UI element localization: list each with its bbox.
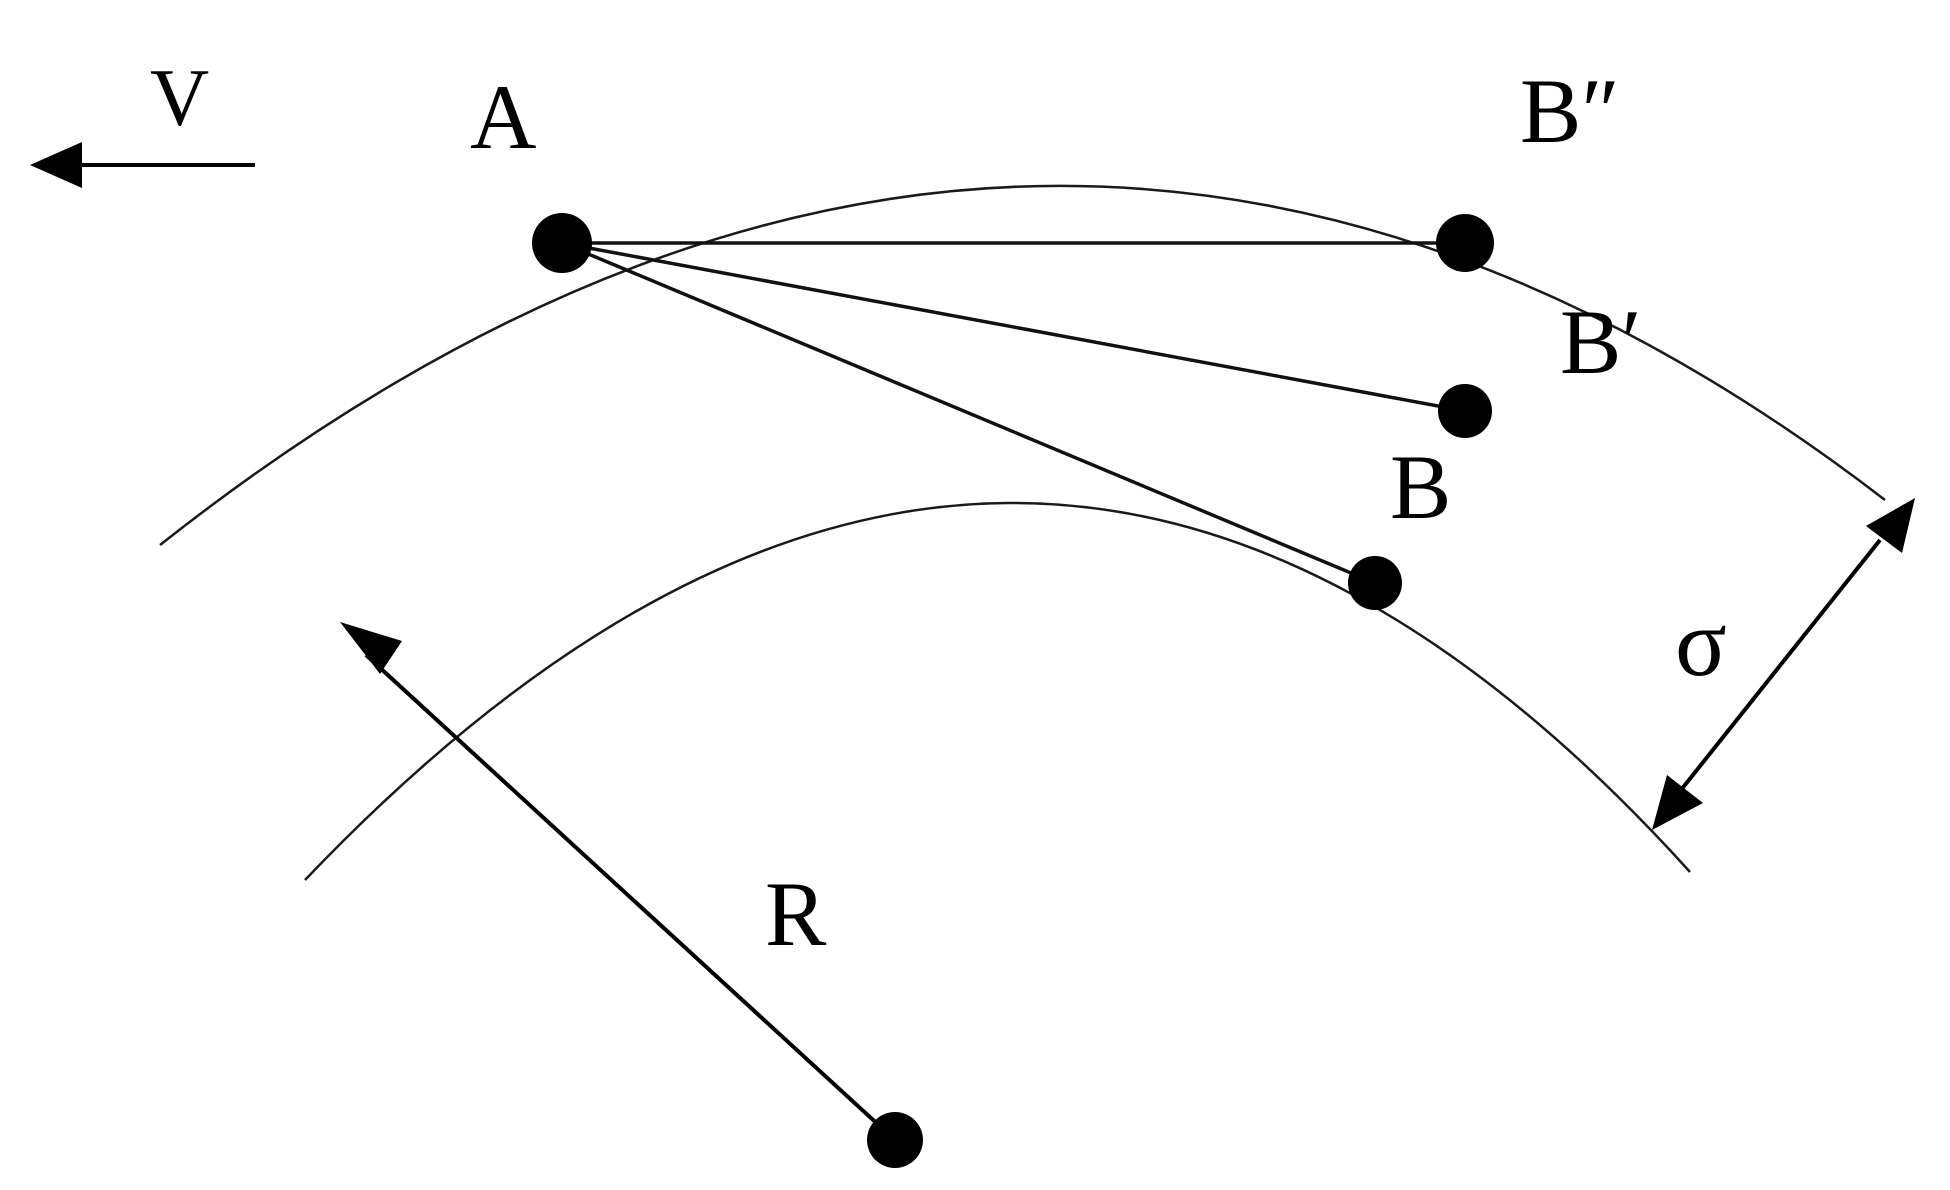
point-a-label: A [470,66,536,168]
outer-arc [159,184,1886,546]
velocity-arrow [30,142,255,188]
chord-a-to-b [561,241,1376,585]
point-a-dot [532,213,592,273]
width-arrow-shaft [1675,538,1882,797]
center-dot [867,1112,923,1168]
chord-a-to-b-prime [561,241,1466,413]
radius-arrow-shaft [364,653,897,1142]
velocity-label: V [150,52,209,143]
inner-arc [304,501,1691,881]
point-b-prime-dot [1438,384,1492,438]
point-b-prime-label: B′ [1560,291,1642,393]
point-b-double-prime-dot [1436,214,1494,272]
radius-label: R [765,863,827,965]
width-arrow [1652,498,1915,830]
point-b-dot [1348,556,1402,610]
point-b-label: B [1390,436,1451,538]
width-arrow-head-bottom [1652,775,1703,830]
radius-arrow-head [340,622,402,674]
point-b-double-prime-label: B″ [1520,60,1620,162]
radius-arrow [340,622,897,1142]
width-arrow-head-top [1866,498,1915,553]
velocity-arrow-head [30,142,82,188]
width-label: σ [1675,589,1727,696]
